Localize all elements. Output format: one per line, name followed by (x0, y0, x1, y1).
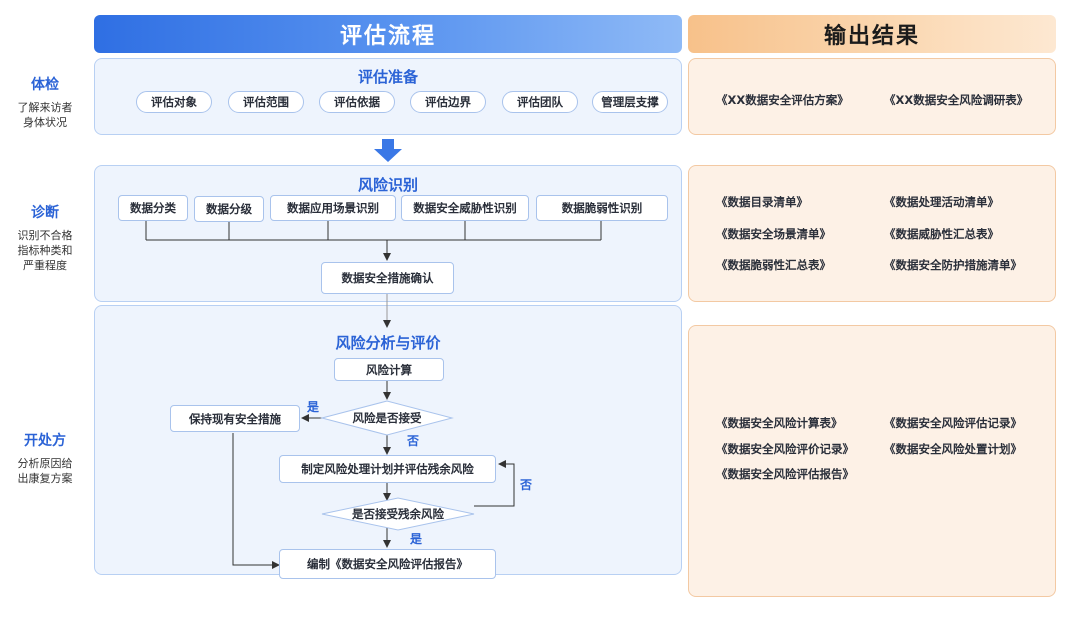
stage-desc-line: 指标种类和 (17, 244, 73, 257)
stage-desc-line: 严重程度 (23, 259, 67, 272)
no-label: 否 (407, 434, 420, 448)
ident-item-threat: 数据安全威胁性识别 (401, 195, 529, 221)
stage-diagnosis: 诊断 识别不合格 指标种类和 严重程度 (0, 202, 90, 273)
analysis-flow-lines (232, 381, 515, 569)
decision-accept-shape (320, 400, 454, 436)
analysis-keep-box: 保持现有安全措施 (170, 405, 300, 432)
stage-checkup-desc: 了解来访者 身体状况 (0, 100, 90, 130)
identification-output-panel (688, 165, 1056, 302)
preparation-title: 评估准备 (357, 68, 418, 86)
ident-item-grading: 数据分级 (194, 196, 264, 222)
analysis-output-panel (688, 325, 1056, 597)
output-doc: 《数据安全风险评价记录》 (716, 442, 854, 456)
output-doc: 《数据威胁性汇总表》 (884, 227, 999, 241)
decision-accept-label: 风险是否接受 (352, 411, 422, 425)
preparation-output-panel (688, 58, 1056, 135)
analysis-panel (94, 305, 682, 575)
output-doc: 《数据安全风险评估报告》 (716, 467, 854, 481)
output-doc: 《数据安全防护措施清单》 (884, 258, 1022, 272)
output-doc: 《数据安全风险评估记录》 (884, 416, 1022, 430)
output-doc: 《数据脆弱性汇总表》 (716, 258, 831, 272)
prep-item-management: 管理层支撑 (592, 91, 668, 113)
stage-desc-line: 了解来访者 (17, 101, 73, 114)
identification-bracket (145, 221, 602, 261)
identification-title: 风险识别 (357, 176, 418, 194)
analysis-plan-box: 制定风险处理计划并评估残余风险 (279, 455, 496, 483)
yes-label: 是 (307, 400, 320, 414)
ident-confirm-box: 数据安全措施确认 (321, 262, 454, 294)
output-doc: 《XX数据安全评估方案》 (716, 93, 849, 107)
prep-item-basis: 评估依据 (319, 91, 395, 113)
stage-desc-line: 识别不合格 (17, 229, 73, 242)
stage-checkup-title: 体检 (31, 77, 59, 93)
analysis-calc-box: 风险计算 (334, 358, 444, 381)
stage-prescription-desc: 分析原因给 出康复方案 (0, 456, 90, 486)
prep-item-team: 评估团队 (502, 91, 578, 113)
stage-prescription-title: 开处方 (24, 433, 66, 449)
no-label: 否 (520, 478, 533, 492)
prep-item-scope: 评估范围 (228, 91, 304, 113)
decision-residual-label: 是否接受残余风险 (352, 507, 444, 521)
yes-label: 是 (410, 532, 423, 546)
stage-diagnosis-title: 诊断 (31, 205, 59, 221)
ident-item-classification: 数据分类 (118, 195, 188, 221)
prep-item-target: 评估对象 (136, 91, 212, 113)
stage-checkup: 体检 了解来访者 身体状况 (0, 74, 90, 130)
analysis-title: 风险分析与评价 (335, 334, 441, 352)
output-doc: 《数据处理活动清单》 (884, 195, 999, 209)
output-doc: 《数据目录清单》 (716, 195, 808, 209)
stage-desc-line: 身体状况 (23, 116, 67, 129)
ident-item-vulnerability: 数据脆弱性识别 (536, 195, 668, 221)
output-doc: 《数据安全风险计算表》 (716, 416, 843, 430)
stage-diagnosis-desc: 识别不合格 指标种类和 严重程度 (0, 228, 90, 273)
prep-item-boundary: 评估边界 (410, 91, 486, 113)
down-arrow-icon (374, 139, 402, 162)
output-doc: 《数据安全风险处置计划》 (884, 442, 1022, 456)
stage-desc-line: 出康复方案 (17, 472, 73, 485)
output-header: 输出结果 (688, 15, 1056, 53)
ident-item-scenario: 数据应用场景识别 (270, 195, 396, 221)
output-doc: 《XX数据安全风险调研表》 (884, 93, 1029, 107)
stage-prescription: 开处方 分析原因给 出康复方案 (0, 430, 90, 486)
stage-desc-line: 分析原因给 (17, 457, 73, 470)
analysis-report-box: 编制《数据安全风险评估报告》 (279, 549, 496, 579)
process-header: 评估流程 (94, 15, 682, 53)
decision-residual-shape (321, 497, 475, 531)
output-doc: 《数据安全场景清单》 (716, 227, 831, 241)
